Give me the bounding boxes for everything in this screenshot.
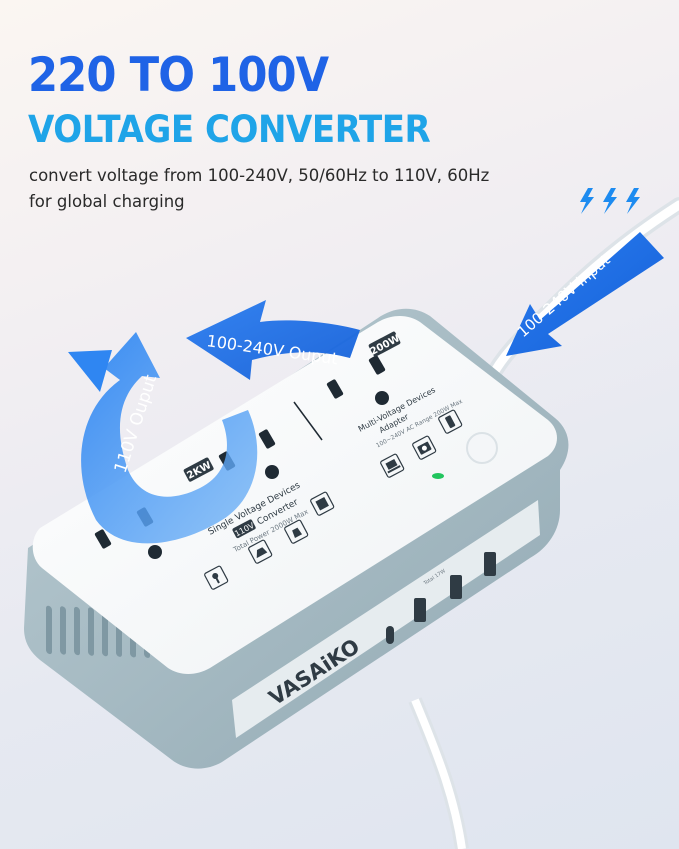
adapter-output-arrow [186,300,360,380]
laptop-icon [380,453,405,478]
headline-primary: 220 TO 100V [28,48,329,103]
usb-c-port [386,626,394,644]
voltage-converter-device [24,308,569,769]
divider [293,401,323,441]
indicator-led [432,473,444,479]
converter-output-arrow [68,332,258,544]
usb-a-port [484,552,496,576]
coffee-maker-icon [310,491,335,516]
headline-secondary: VOLTAGE CONVERTER [28,108,431,151]
input-arrow [506,232,664,356]
usb-a-port [450,575,462,599]
outlet-adapter [326,355,389,405]
converter-badge-bg [232,519,256,539]
camera-icon [412,435,437,460]
subtitle: convert voltage from 100-240V, 50/60Hz t… [29,166,490,211]
power-button[interactable] [466,432,498,464]
phone-icon [438,409,463,434]
iron-icon [248,539,273,564]
kettle-icon [284,519,309,544]
lightning-bolt-icon [580,188,640,214]
usb-a-port [414,598,426,622]
hair-dryer-icon [204,565,229,590]
